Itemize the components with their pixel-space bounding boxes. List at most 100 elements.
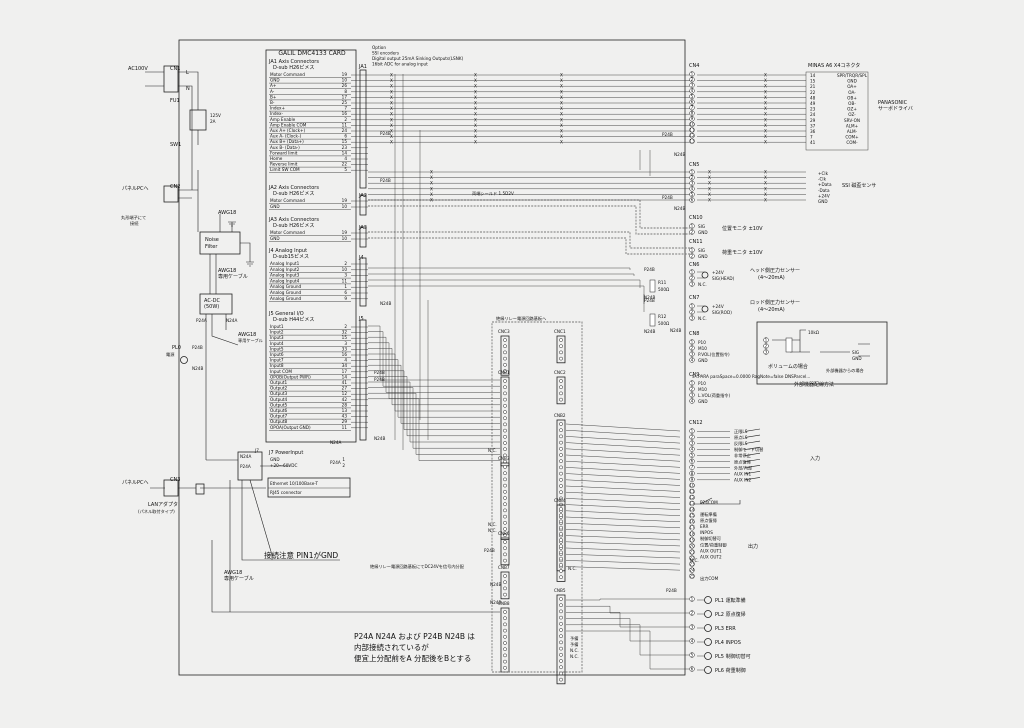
j5-row-label: OPOB(Output PWR) bbox=[270, 374, 311, 379]
j5-row-label: Output5 bbox=[270, 402, 288, 407]
cnb2-to-cn12-wire bbox=[565, 510, 681, 516]
cn12-output-label: 制御切替可 bbox=[700, 535, 721, 542]
ja1-row-label: GND bbox=[270, 78, 280, 83]
ja2-subtitle: D-sub H26ピメス bbox=[273, 191, 314, 197]
cn9-pin bbox=[689, 386, 695, 392]
relay-board-pin bbox=[503, 586, 507, 591]
j5-row-pin: 43 bbox=[342, 414, 348, 419]
ja1-row-label: Aux A- (Clock-) bbox=[270, 134, 301, 139]
cn7-pin-number: 1 bbox=[691, 303, 694, 308]
j5-row-label: Input1 bbox=[270, 324, 284, 329]
ja1-row-pin: 11 bbox=[342, 122, 348, 127]
relay-board-pin bbox=[503, 574, 507, 578]
cn8-pin-label: P10 bbox=[698, 340, 706, 345]
volume-pin bbox=[763, 349, 769, 355]
twist-mark: X bbox=[474, 89, 477, 94]
relay-board-pin bbox=[503, 540, 507, 544]
lan-adapter-label: LANアダプタ bbox=[148, 501, 178, 508]
line-l-label: L bbox=[186, 70, 189, 76]
input-switch bbox=[744, 440, 761, 444]
cnb2-to-cn12-wire bbox=[565, 522, 681, 529]
cn9-pin-label: P10 bbox=[698, 381, 706, 386]
cn12-pin-number: 3 bbox=[691, 441, 694, 446]
relay-board-pin bbox=[559, 513, 563, 518]
supply-tag: P24B bbox=[380, 178, 391, 183]
supply-tag: P24B bbox=[374, 370, 385, 375]
volume-wiring-box bbox=[756, 321, 888, 385]
minas-pin: 7 bbox=[810, 135, 813, 140]
twist-mark: X bbox=[560, 89, 563, 94]
lamp-terminal-pin-number: 3 bbox=[691, 624, 694, 629]
cn12-pin-number: 11 bbox=[689, 489, 695, 494]
ja1-row-label: Motor Command bbox=[270, 72, 305, 77]
ja1-connector-label: JA1 bbox=[358, 64, 367, 70]
cn8-pin bbox=[689, 339, 695, 345]
j5-row-label: Output8 bbox=[270, 419, 288, 424]
twist-mark: X bbox=[560, 129, 563, 134]
relay-board-pin bbox=[559, 453, 563, 457]
ja1-row-pin: 10 bbox=[342, 78, 348, 83]
cn12-input-label: AUX IN1 bbox=[734, 471, 751, 476]
lamp-terminal-pin bbox=[689, 638, 695, 644]
j5-row-pin: 28 bbox=[342, 402, 348, 407]
pl0-n24b: N24B bbox=[192, 366, 203, 371]
relay-board-connector bbox=[556, 335, 566, 364]
minas-pin: 48 bbox=[810, 95, 816, 100]
nc-label: N.C. bbox=[488, 522, 497, 527]
ja1-title: JA1 Axis Connectors bbox=[268, 59, 319, 65]
cnb2-to-cn12-wire bbox=[565, 442, 681, 450]
j4-row-pin: 2 bbox=[344, 261, 347, 266]
j5-row-pin: 29 bbox=[342, 419, 348, 424]
j5-row-pin: 13 bbox=[342, 408, 348, 413]
volume-sig-label: SIG bbox=[852, 350, 859, 355]
cn8-pin-label: P.VOL(位置指令) bbox=[698, 351, 730, 358]
pilot-lamp-label: PL4 INPOS bbox=[715, 640, 741, 646]
relay-board-pin bbox=[503, 647, 507, 652]
cn4-pin-number: 11 bbox=[689, 127, 695, 132]
supply-tag: P24B bbox=[374, 377, 385, 382]
cn1-label: CN1 bbox=[170, 66, 180, 72]
cn12-input-label: 反限LS bbox=[734, 440, 748, 447]
cn12-label: CN12 bbox=[689, 420, 703, 426]
relay-board-pin bbox=[559, 556, 563, 561]
cnb2-to-cn12-wire bbox=[565, 560, 681, 565]
internal-connection-note: 便宜上分配前をA 分配後をBとする bbox=[354, 653, 471, 663]
j4-row-pin: 6 bbox=[344, 290, 347, 295]
connect-warning: 接続注意 PIN1がGND bbox=[264, 550, 338, 560]
minas-signal: SRV-ON bbox=[844, 118, 860, 123]
resistor-r11 bbox=[649, 279, 656, 293]
cn5-pin-number: 1 bbox=[691, 169, 694, 174]
cn5-pin-number: 5 bbox=[691, 192, 694, 197]
cn12-output-label: 位置/荷重制御 bbox=[700, 541, 727, 548]
cn9-pin bbox=[689, 398, 695, 404]
relay-board-pin bbox=[559, 397, 563, 402]
awg18-cable-label: AWG18 bbox=[218, 268, 236, 274]
relay-board-pin bbox=[559, 569, 563, 573]
j4-row-pin: 11 bbox=[342, 278, 348, 283]
cn4-pin bbox=[689, 127, 695, 133]
ssi-sensor-label: SSI 磁歪センサ bbox=[842, 182, 876, 189]
cn12-pin bbox=[689, 500, 695, 507]
cn12-output-label: ERR bbox=[700, 524, 709, 529]
j4-row-pin: 9 bbox=[344, 296, 347, 301]
cn9-pin-number: 1 bbox=[691, 380, 694, 385]
relay-board-pin bbox=[559, 338, 563, 342]
galil-card-outline bbox=[265, 49, 357, 443]
j5-row-label: Input6 bbox=[270, 352, 284, 357]
supply-tag: P24B bbox=[484, 548, 495, 553]
relay-board-pin bbox=[503, 628, 507, 633]
nc-label: N.C. bbox=[568, 566, 577, 571]
cnb2-to-cn12-wire bbox=[565, 529, 681, 535]
relay-board-connector bbox=[500, 335, 510, 376]
twist-mark: X bbox=[560, 117, 563, 122]
relay-board-pin bbox=[503, 641, 507, 645]
relay-board-pin bbox=[559, 531, 563, 536]
relay-board-pin bbox=[559, 484, 563, 488]
relay-board-pin bbox=[559, 634, 563, 639]
relay-board-pin bbox=[559, 575, 563, 580]
relay-board-pin bbox=[559, 459, 563, 464]
supply-tag: N24B bbox=[380, 301, 391, 306]
relay-board-pin bbox=[503, 403, 507, 408]
cn6-pin bbox=[689, 269, 695, 275]
j4-subtitle: D-sub15ピメス bbox=[273, 254, 309, 260]
